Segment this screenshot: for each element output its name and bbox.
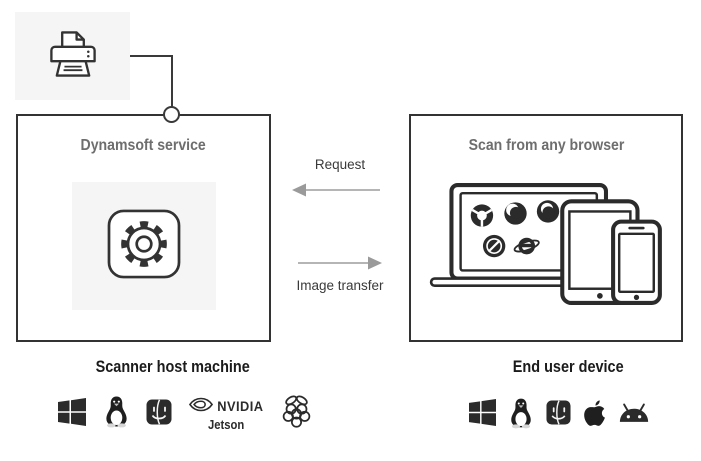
gear-panel xyxy=(72,182,216,310)
image-transfer-label: Image transfer xyxy=(296,278,384,293)
safari-icon xyxy=(482,234,506,258)
browser-box: Scan from any browser xyxy=(409,114,683,342)
image-transfer-arrow-right xyxy=(298,256,382,270)
printer-icon xyxy=(44,27,102,86)
raspberry-pi-icon xyxy=(281,394,312,434)
connector-line-vertical xyxy=(171,55,173,108)
nvidia-eye-icon xyxy=(188,397,213,416)
chrome-icon xyxy=(470,204,494,227)
nvidia-brand-text: NVIDIA xyxy=(216,398,264,414)
gear-icon xyxy=(107,209,181,284)
end-user-platform-icons xyxy=(469,397,650,433)
windows-icon xyxy=(469,399,496,431)
request-label: Request xyxy=(314,157,366,172)
apple-icon xyxy=(583,399,606,431)
connector-line-horizontal xyxy=(130,55,173,57)
jetson-product-text: Jetson xyxy=(208,417,245,432)
macos-finder-icon xyxy=(146,398,172,430)
linux-tux-icon xyxy=(508,397,534,434)
scanner-host-label: Scanner host machine xyxy=(95,357,250,376)
scanner-host-platform-icons: NVIDIA Jetson xyxy=(58,392,312,436)
printer-panel xyxy=(15,12,130,100)
devices-illustration xyxy=(428,183,664,310)
edge-icon xyxy=(536,200,560,223)
linux-tux-icon xyxy=(103,395,130,433)
nvidia-jetson-logo: NVIDIA Jetson xyxy=(188,397,265,432)
end-user-label: End user device xyxy=(512,357,624,376)
internet-explorer-icon xyxy=(513,237,540,255)
browser-box-title: Scan from any browser xyxy=(468,137,624,154)
request-arrow-left xyxy=(292,183,380,197)
macos-finder-icon xyxy=(546,400,571,430)
scanner-service-box: Dynamsoft service xyxy=(16,114,271,342)
windows-icon xyxy=(58,397,86,431)
android-icon xyxy=(618,402,650,428)
scanner-box-title: Dynamsoft service xyxy=(80,137,207,154)
firefox-icon xyxy=(504,202,527,225)
connector-node-circle xyxy=(163,106,180,123)
smartphone xyxy=(611,219,662,305)
